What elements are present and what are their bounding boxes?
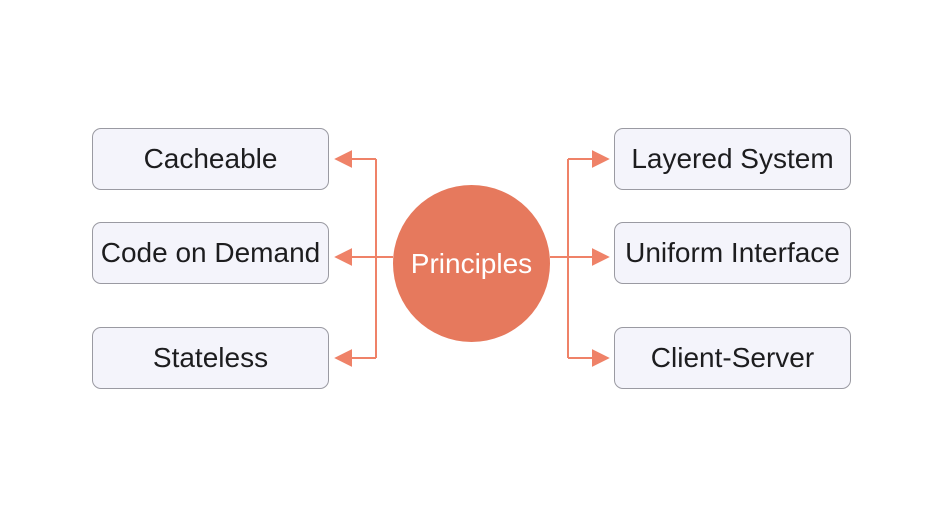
node-code-on-demand: Code on Demand	[92, 222, 329, 284]
node-uniform-interface: Uniform Interface	[614, 222, 851, 284]
node-client-server: Client-Server	[614, 327, 851, 389]
node-stateless: Stateless	[92, 327, 329, 389]
node-layered-system: Layered System	[614, 128, 851, 190]
node-principles-center: Principles	[393, 185, 550, 342]
node-cacheable: Cacheable	[92, 128, 329, 190]
